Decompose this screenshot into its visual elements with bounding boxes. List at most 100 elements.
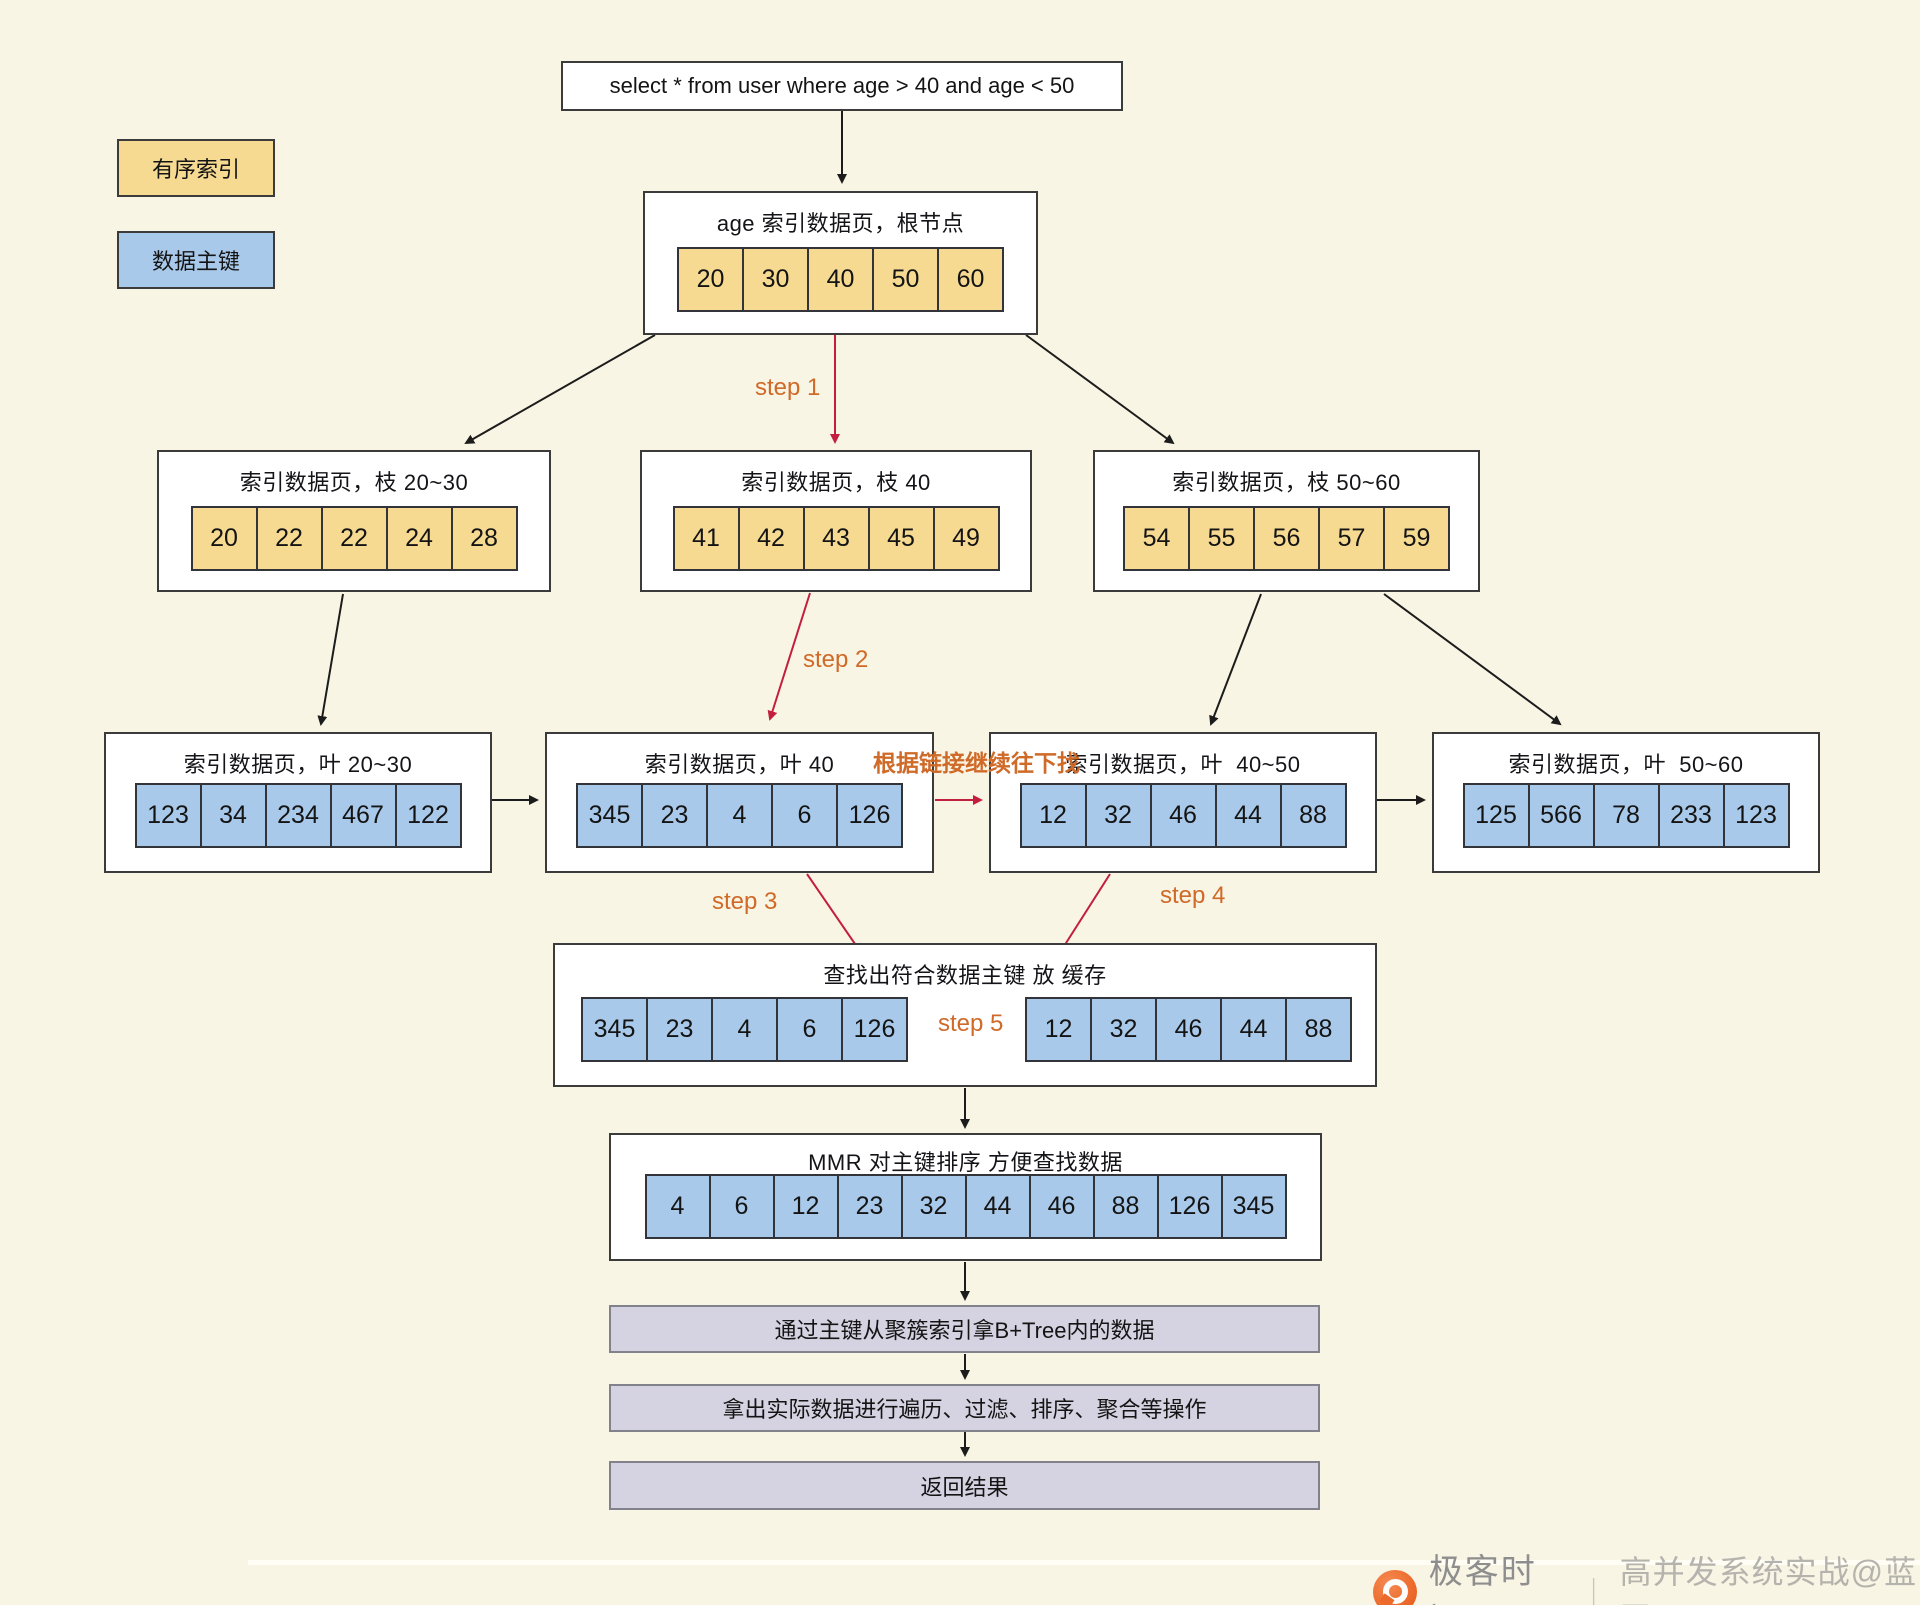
sql-query-box: select * from user where age > 40 and ag… xyxy=(561,61,1123,111)
branch-node-20-30: 索引数据页，枝 20~30 20 22 22 24 28 xyxy=(157,450,551,592)
follow-link-note: 根据链接继续往下找 xyxy=(873,750,1080,776)
primary-key-cell: 12 xyxy=(1025,997,1092,1062)
index-cell: 41 xyxy=(672,506,740,571)
process-step-return-result: 返回结果 xyxy=(609,1461,1320,1510)
leaf-node-50-60: 索引数据页，叶 50~60 125 566 78 233 123 xyxy=(1432,732,1820,873)
step-3-label: step 3 xyxy=(712,888,778,915)
primary-key-cell: 345 xyxy=(576,783,643,848)
legend-ordered-index: 有序索引 xyxy=(117,139,275,197)
primary-key-cell: 23 xyxy=(646,997,713,1062)
watermark-divider: ｜ xyxy=(1577,1577,1610,1605)
primary-key-cell: 12 xyxy=(772,1174,839,1239)
leaf-cells: 345 23 4 6 126 xyxy=(547,783,932,848)
process-step-operations: 拿出实际数据进行遍历、过滤、排序、聚合等操作 xyxy=(609,1384,1320,1432)
primary-key-cell: 123 xyxy=(134,783,202,848)
root-node-box: age 索引数据页，根节点 20 30 40 50 60 xyxy=(643,191,1038,335)
primary-key-cell: 44 xyxy=(1220,997,1287,1062)
index-cell: 50 xyxy=(872,247,939,312)
primary-key-cell: 126 xyxy=(836,783,903,848)
leaf-node-20-30: 索引数据页，叶 20~30 123 34 234 467 122 xyxy=(104,732,492,873)
cache-title: 查找出符合数据主键 放 缓存 xyxy=(823,963,1107,988)
cache-box: 查找出符合数据主键 放 缓存 345 23 4 6 126 12 32 46 4… xyxy=(553,943,1377,1087)
primary-key-cell: 126 xyxy=(1156,1174,1223,1239)
leaf-node-40: 索引数据页，叶 40 345 23 4 6 126 xyxy=(545,732,934,873)
branch-cells: 41 42 43 45 49 xyxy=(642,506,1030,571)
branch-node-50-60: 索引数据页，枝 50~60 54 55 56 57 59 xyxy=(1093,450,1480,592)
index-cell: 40 xyxy=(807,247,874,312)
primary-key-cell: 46 xyxy=(1155,997,1222,1062)
index-cell: 54 xyxy=(1123,506,1190,571)
primary-key-cell: 44 xyxy=(964,1174,1031,1239)
primary-key-cell: 88 xyxy=(1285,997,1352,1062)
legend-primary-key: 数据主键 xyxy=(117,231,275,289)
index-cell: 20 xyxy=(677,247,744,312)
mmr-title: MMR 对主键排序 方便查找数据 xyxy=(808,1150,1123,1175)
index-cell: 55 xyxy=(1188,506,1255,571)
primary-key-cell: 46 xyxy=(1028,1174,1095,1239)
step-1-label: step 1 xyxy=(755,374,821,401)
index-cell: 20 xyxy=(190,506,258,571)
mmr-cells: 4 6 12 23 32 44 46 88 126 345 xyxy=(611,1174,1320,1239)
sql-query-text: select * from user where age > 40 and ag… xyxy=(609,73,1075,98)
primary-key-cell: 345 xyxy=(581,997,648,1062)
primary-key-cell: 78 xyxy=(1592,783,1660,848)
index-cell: 42 xyxy=(737,506,805,571)
artifact-strip xyxy=(248,1560,1920,1565)
index-cell: 43 xyxy=(802,506,870,571)
primary-key-cell: 467 xyxy=(329,783,397,848)
branch-cells: 20 22 22 24 28 xyxy=(159,506,549,571)
cache-group-1: 345 23 4 6 126 xyxy=(581,997,908,1062)
primary-key-cell: 32 xyxy=(900,1174,967,1239)
index-cell: 22 xyxy=(320,506,388,571)
step-2-label: step 2 xyxy=(803,646,869,673)
primary-key-cell: 88 xyxy=(1092,1174,1159,1239)
branch-cells: 54 55 56 57 59 xyxy=(1095,506,1478,571)
leaf-node-40-50: 索引数据页，叶 40~50 12 32 46 44 88 xyxy=(989,732,1377,873)
root-node-title: age 索引数据页，根节点 xyxy=(716,211,965,236)
leaf-title: 索引数据页，叶 20~30 xyxy=(183,752,413,777)
leaf-title: 索引数据页，叶 40 xyxy=(644,752,835,777)
watermark-course: 高并发系统实战@蓝天 xyxy=(1619,1554,1918,1605)
primary-key-cell: 46 xyxy=(1149,783,1217,848)
primary-key-cell: 23 xyxy=(836,1174,903,1239)
index-cell: 22 xyxy=(255,506,323,571)
process-step-label: 拿出实际数据进行遍历、过滤、排序、聚合等操作 xyxy=(722,1397,1207,1422)
watermark: 极客时间 ｜ 高并发系统实战@蓝天 xyxy=(1373,1544,1920,1605)
leaf-title: 索引数据页，叶 40~50 xyxy=(1065,752,1301,777)
primary-key-cell: 4 xyxy=(644,1174,711,1239)
process-step-clustered-index: 通过主键从聚簇索引拿B+Tree内的数据 xyxy=(609,1305,1320,1353)
leaf-cells: 12 32 46 44 88 xyxy=(991,783,1375,848)
leaf-cells: 123 34 234 467 122 xyxy=(106,783,490,848)
branch-title: 索引数据页，枝 40 xyxy=(741,470,931,495)
primary-key-cell: 234 xyxy=(264,783,332,848)
root-node-cells: 20 30 40 50 60 xyxy=(645,247,1036,312)
leaf-title: 索引数据页，叶 50~60 xyxy=(1508,752,1744,777)
index-cell: 24 xyxy=(385,506,453,571)
index-cell: 45 xyxy=(867,506,935,571)
branch-title: 索引数据页，枝 50~60 xyxy=(1172,470,1401,495)
primary-key-cell: 32 xyxy=(1084,783,1152,848)
legend-primary-key-label: 数据主键 xyxy=(151,249,240,274)
primary-key-cell: 88 xyxy=(1279,783,1347,848)
index-cell: 59 xyxy=(1383,506,1450,571)
primary-key-cell: 34 xyxy=(199,783,267,848)
primary-key-cell: 345 xyxy=(1220,1174,1287,1239)
index-cell: 49 xyxy=(932,506,1000,571)
index-cell: 60 xyxy=(937,247,1004,312)
primary-key-cell: 4 xyxy=(711,997,778,1062)
index-cell: 28 xyxy=(450,506,518,571)
primary-key-cell: 6 xyxy=(708,1174,775,1239)
primary-key-cell: 23 xyxy=(641,783,708,848)
leaf-cells: 125 566 78 233 123 xyxy=(1434,783,1818,848)
index-cell: 56 xyxy=(1253,506,1320,571)
legend-ordered-index-label: 有序索引 xyxy=(151,157,240,182)
primary-key-cell: 32 xyxy=(1090,997,1157,1062)
primary-key-cell: 4 xyxy=(706,783,773,848)
branch-title: 索引数据页，枝 20~30 xyxy=(239,470,469,495)
primary-key-cell: 233 xyxy=(1657,783,1725,848)
cache-group-2: 12 32 46 44 88 xyxy=(1025,997,1352,1062)
step-arrows xyxy=(767,309,1111,978)
primary-key-cell: 566 xyxy=(1527,783,1595,848)
primary-key-cell: 122 xyxy=(394,783,462,848)
